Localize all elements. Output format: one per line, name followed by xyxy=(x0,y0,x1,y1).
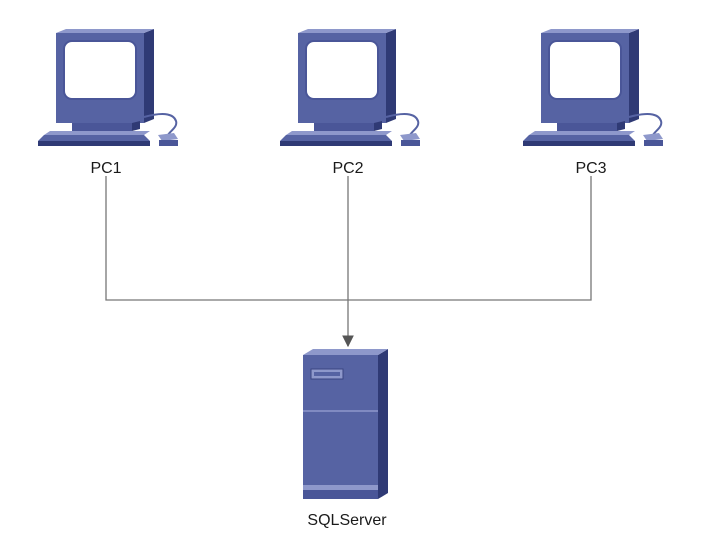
edge-pc1-to-bus xyxy=(105,176,348,301)
workstation-icon xyxy=(521,27,665,148)
server-tower-icon xyxy=(302,348,389,500)
node-label-pc2: PC2 xyxy=(332,160,363,177)
workstation-icon xyxy=(278,27,422,148)
workstation-icon xyxy=(36,27,180,148)
node-label-pc3: PC3 xyxy=(575,160,606,177)
node-label-pc1: PC1 xyxy=(90,160,121,177)
node-sqlserver[interactable]: SQLServer xyxy=(302,348,389,529)
connectors xyxy=(105,176,592,348)
node-pc1[interactable]: PC1 xyxy=(36,27,180,177)
node-pc3[interactable]: PC3 xyxy=(521,27,665,177)
edge-pc3-to-bus xyxy=(348,176,592,301)
node-label-sqlserver: SQLServer xyxy=(307,512,387,529)
node-pc2[interactable]: PC2 xyxy=(278,27,422,177)
